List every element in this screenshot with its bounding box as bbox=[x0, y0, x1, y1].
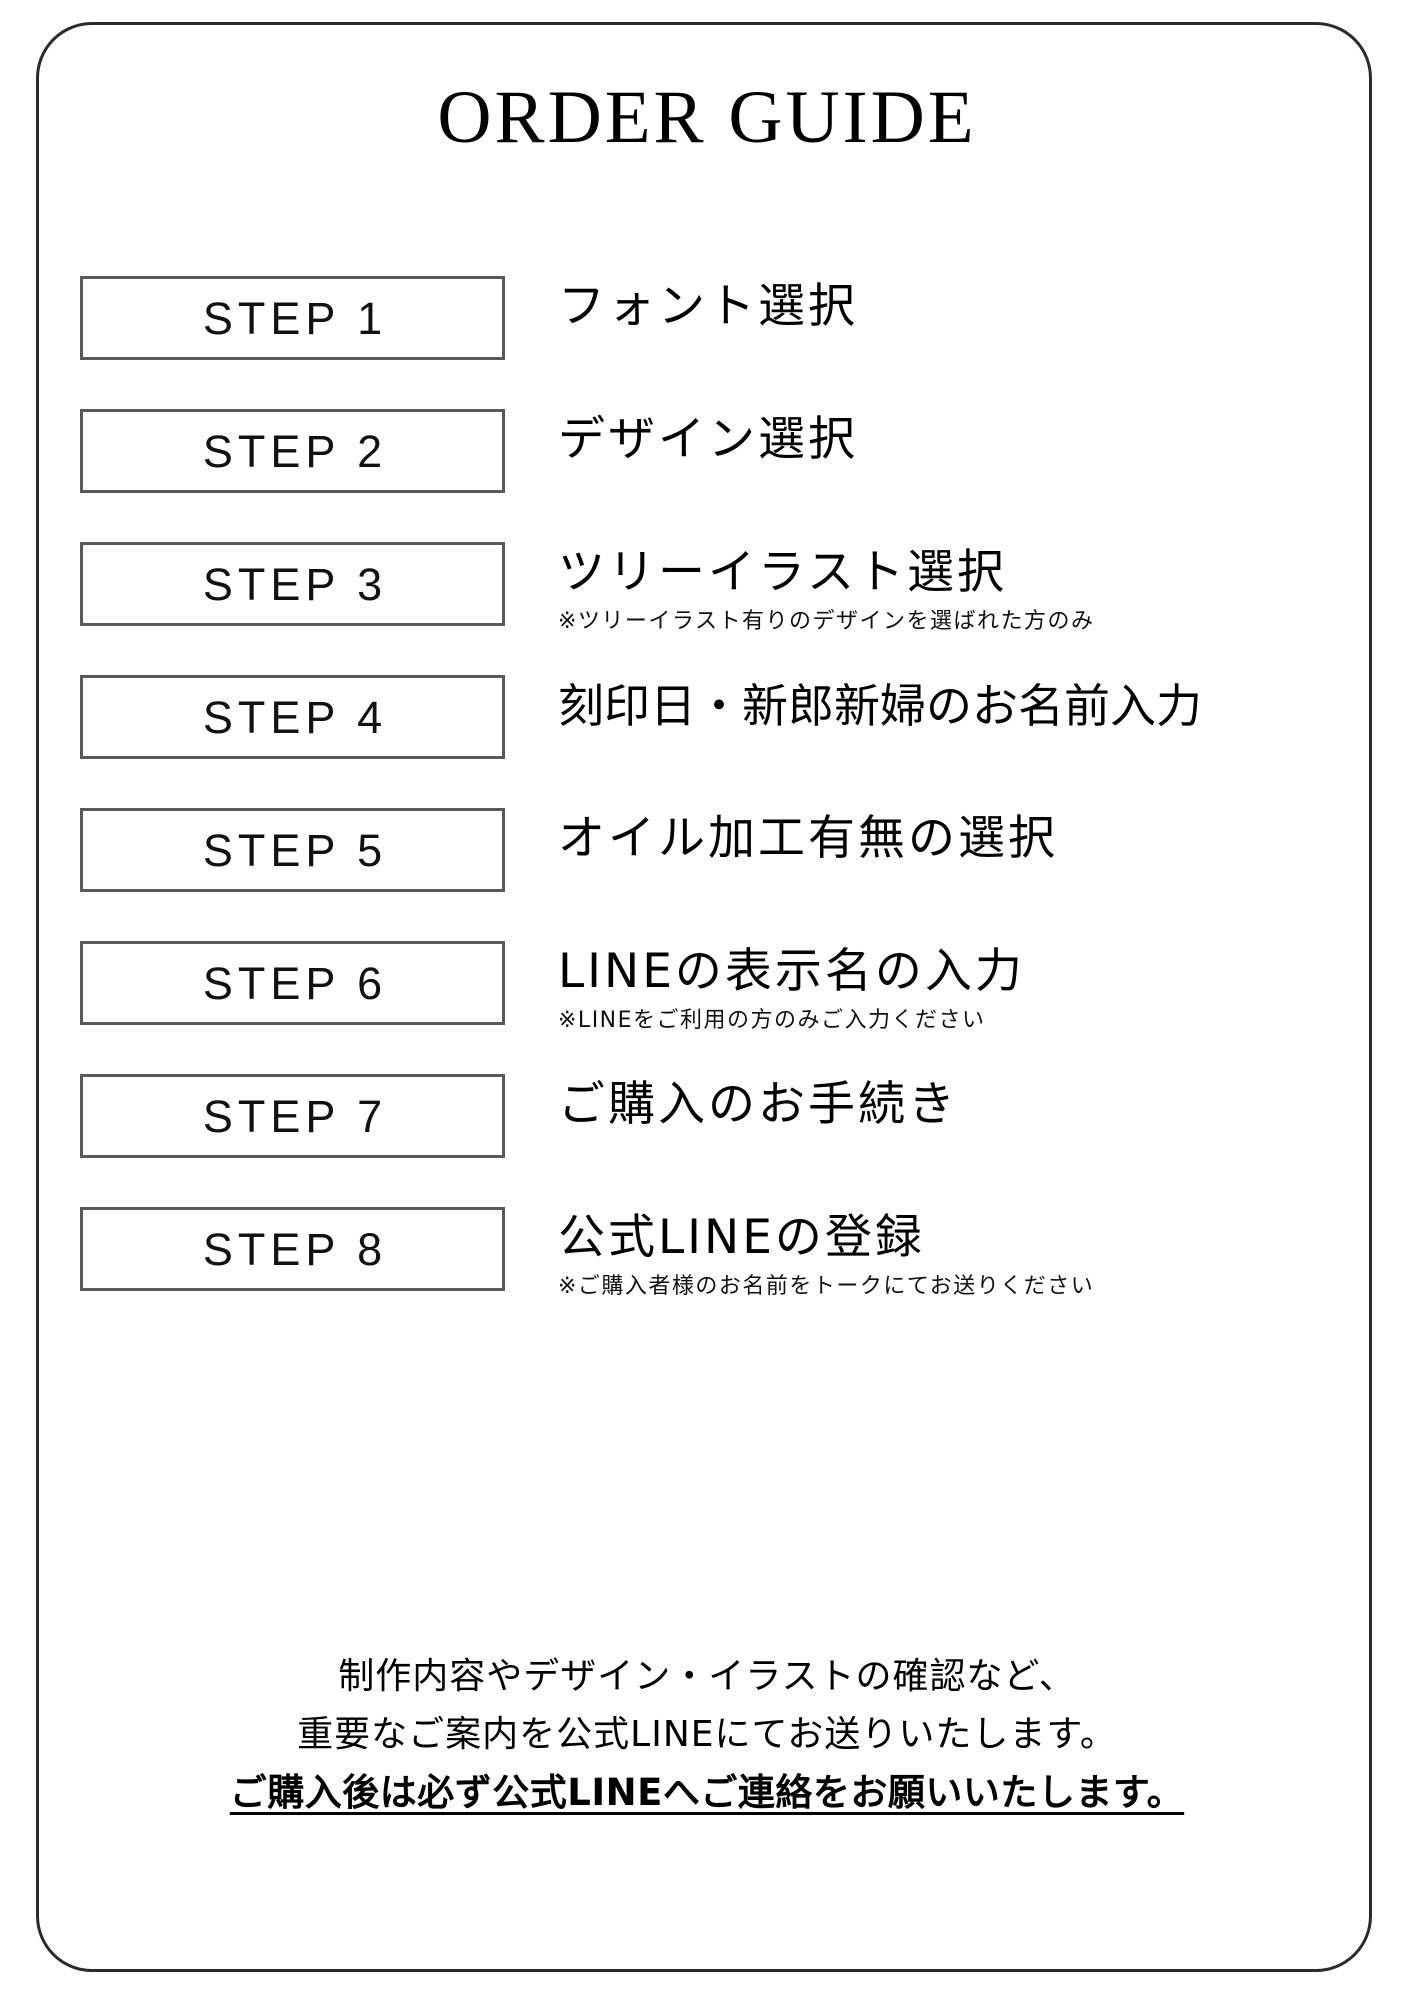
footer-line-2: 重要なご案内を公式LINEにてお送りいたします。 bbox=[297, 1714, 1117, 1755]
step-row: STEP 8 公式LINEの登録 ※ご購入者様のお名前をトークにてお送りください bbox=[0, 1207, 1414, 1340]
step-box-label: STEP 6 bbox=[202, 957, 388, 1009]
step-box-label: STEP 2 bbox=[202, 425, 388, 477]
step-row: STEP 7 ご購入のお手続き bbox=[0, 1074, 1414, 1207]
step-box-1: STEP 1 bbox=[80, 276, 505, 360]
step-row: STEP 1 フォント選択 bbox=[0, 276, 1414, 409]
step-row: STEP 5 オイル加工有無の選択 bbox=[0, 808, 1414, 941]
steps-list: STEP 1 フォント選択 STEP 2 デザイン選択 STEP 3 ツリーイラ bbox=[0, 276, 1414, 1340]
step-box-2: STEP 2 bbox=[80, 409, 505, 493]
step-text-3: ツリーイラスト選択 ※ツリーイラスト有りのデザインを選ばれた方のみ bbox=[558, 542, 1348, 652]
step-label: 公式LINEの登録 bbox=[558, 1210, 925, 1265]
step-box-5: STEP 5 bbox=[80, 808, 505, 892]
step-row: STEP 3 ツリーイラスト選択 ※ツリーイラスト有りのデザインを選ばれた方のみ bbox=[0, 542, 1414, 675]
step-box-label: STEP 4 bbox=[202, 691, 388, 743]
step-label: オイル加工有無の選択 bbox=[558, 811, 1058, 866]
step-box-label: STEP 5 bbox=[202, 824, 388, 876]
step-box-label: STEP 1 bbox=[202, 292, 388, 344]
step-row: STEP 2 デザイン選択 bbox=[0, 409, 1414, 542]
step-note: ※ツリーイラスト有りのデザインを選ばれた方のみ bbox=[558, 609, 1095, 634]
step-box-label: STEP 8 bbox=[202, 1223, 388, 1275]
page-title: ORDER GUIDE bbox=[437, 76, 977, 159]
step-label: デザイン選択 bbox=[558, 412, 858, 467]
step-text-1: フォント選択 bbox=[558, 276, 1348, 386]
step-text-8: 公式LINEの登録 ※ご購入者様のお名前をトークにてお送りください bbox=[558, 1207, 1348, 1317]
step-label: 刻印日・新郎新婦のお名前入力 bbox=[558, 679, 1202, 733]
step-box-7: STEP 7 bbox=[80, 1074, 505, 1158]
footer-line-1: 制作内容やデザイン・イラストの確認など、 bbox=[338, 1656, 1076, 1697]
footer-line-3-emphasis: ご購入後は必ず公式LINEへご連絡をお願いいたします。 bbox=[229, 1771, 1185, 1814]
step-text-5: オイル加工有無の選択 bbox=[558, 808, 1348, 918]
step-text-7: ご購入のお手続き bbox=[558, 1074, 1348, 1184]
step-note: ※LINEをご利用の方のみご入力ください bbox=[558, 1008, 986, 1033]
step-note: ※ご購入者様のお名前をトークにてお送りください bbox=[558, 1274, 1095, 1299]
step-box-4: STEP 4 bbox=[80, 675, 505, 759]
step-box-label: STEP 7 bbox=[202, 1090, 388, 1142]
step-label: ツリーイラスト選択 bbox=[558, 545, 1008, 600]
step-label: ご購入のお手続き bbox=[558, 1077, 958, 1132]
step-box-3: STEP 3 bbox=[80, 542, 505, 626]
step-row: STEP 4 刻印日・新郎新婦のお名前入力 bbox=[0, 675, 1414, 808]
step-text-4: 刻印日・新郎新婦のお名前入力 bbox=[558, 675, 1348, 785]
step-text-2: デザイン選択 bbox=[558, 409, 1348, 519]
step-label: フォント選択 bbox=[558, 279, 858, 334]
step-box-8: STEP 8 bbox=[80, 1207, 505, 1291]
step-box-6: STEP 6 bbox=[80, 941, 505, 1025]
step-label: LINEの表示名の入力 bbox=[558, 944, 1025, 999]
footer-notice: 制作内容やデザイン・イラストの確認など、 重要なご案内を公式LINEにてお送りい… bbox=[0, 1648, 1414, 1822]
step-box-label: STEP 3 bbox=[202, 558, 388, 610]
step-row: STEP 6 LINEの表示名の入力 ※LINEをご利用の方のみご入力ください bbox=[0, 941, 1414, 1074]
step-text-6: LINEの表示名の入力 ※LINEをご利用の方のみご入力ください bbox=[558, 941, 1348, 1051]
